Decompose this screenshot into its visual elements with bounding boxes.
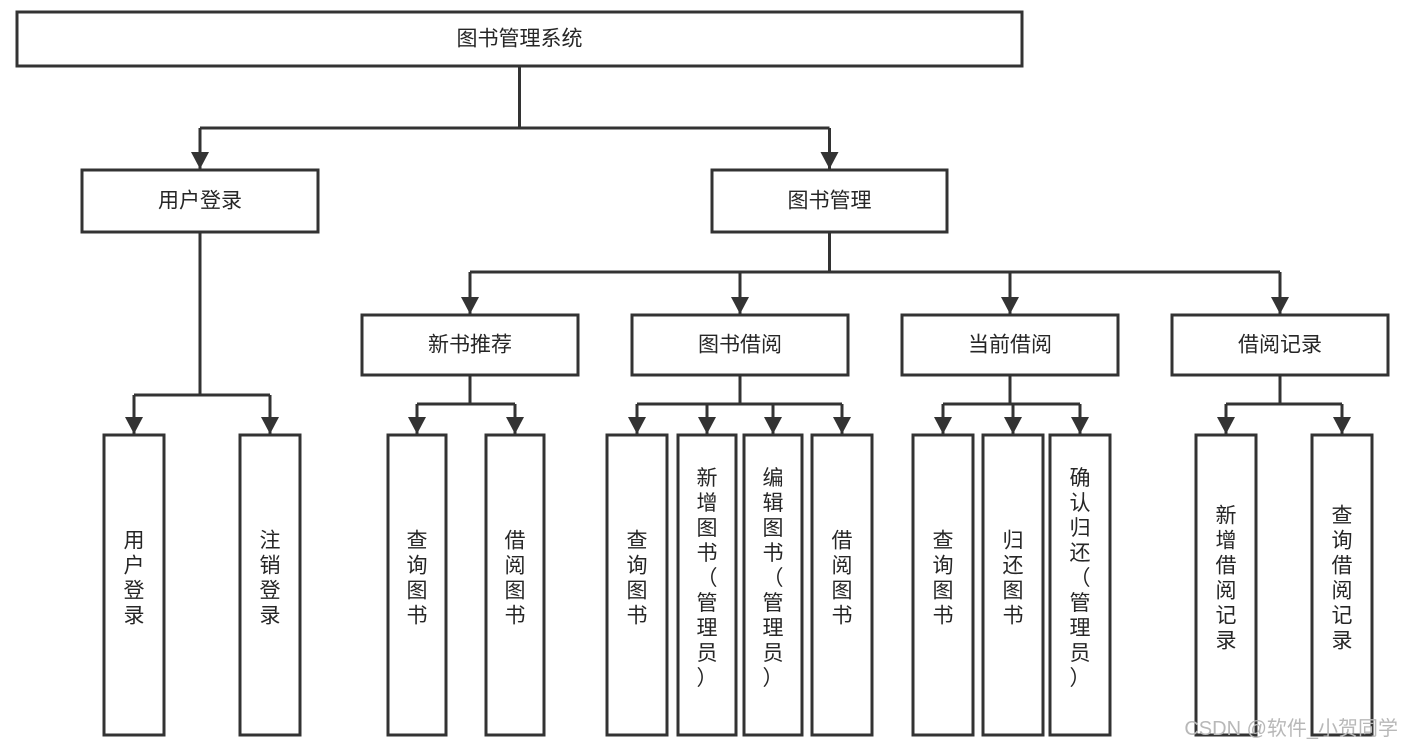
- leaf-node-box[interactable]: [1048, 433, 1112, 737]
- level2-node-box[interactable]: [710, 168, 949, 234]
- leaf-node-box[interactable]: [810, 433, 874, 737]
- leaf-node-label: 查询图书: [933, 530, 954, 628]
- level2-node-label: 用户登录: [158, 190, 242, 213]
- connector-group-4: [1217, 375, 1351, 434]
- leaf-node-label: 查询图书: [407, 530, 428, 628]
- leaf-node-box[interactable]: [981, 433, 1045, 737]
- leaf-node-box[interactable]: [386, 433, 448, 737]
- leaf-node-label: 新增图书（管理员）: [697, 467, 718, 690]
- level3-node-label: 图书借阅: [698, 334, 782, 357]
- arrow-head-icon: [820, 152, 839, 169]
- leaf-node-12[interactable]: 新增借阅记录: [1194, 433, 1258, 737]
- leaf-node-4[interactable]: 借阅图书: [484, 433, 546, 737]
- arrow-head-icon: [833, 417, 851, 434]
- level3-node-label: 借阅记录: [1238, 334, 1322, 357]
- level3-node-box[interactable]: [900, 313, 1120, 377]
- arrow-head-icon: [125, 417, 143, 434]
- arrow-head-icon: [934, 417, 952, 434]
- level3-node-box[interactable]: [630, 313, 850, 377]
- leaf-node-box[interactable]: [238, 433, 302, 737]
- arrow-head-icon: [698, 417, 716, 434]
- connector-layer: [125, 66, 1351, 434]
- arrow-head-icon: [731, 297, 749, 314]
- leaf-node-box[interactable]: [605, 433, 669, 737]
- arrow-head-icon: [461, 297, 479, 314]
- leaf-node-label: 归还图书: [1003, 530, 1024, 628]
- leaf-node-box[interactable]: [676, 433, 738, 737]
- level2-node-label: 图书管理: [788, 190, 872, 213]
- leaf-node-label: 新增借阅记录: [1216, 505, 1237, 653]
- leaf-node-8[interactable]: 借阅图书: [810, 433, 874, 737]
- arrow-head-icon: [261, 417, 279, 434]
- leaf-node-label: 借阅图书: [832, 530, 853, 628]
- level3-node-box[interactable]: [1170, 313, 1390, 377]
- leaf-node-11[interactable]: 确认归还（管理员）: [1048, 433, 1112, 737]
- leaf-node-label: 注销登录: [260, 530, 281, 628]
- level3-node-3[interactable]: 当前借阅: [900, 313, 1120, 377]
- csdn-watermark: CSDN @软件_小贺同学: [1184, 717, 1398, 740]
- leaf-node-box[interactable]: [1310, 433, 1374, 737]
- level3-node-4[interactable]: 借阅记录: [1170, 313, 1390, 377]
- level2-node-2[interactable]: 图书管理: [710, 168, 949, 234]
- connector-group-3: [934, 375, 1089, 434]
- leaf-node-label: 查询借阅记录: [1332, 505, 1353, 653]
- root-node-label: 图书管理系统: [457, 28, 583, 51]
- arrow-head-icon: [408, 417, 426, 434]
- leaf-node-5[interactable]: 查询图书: [605, 433, 669, 737]
- arrow-head-icon: [1217, 417, 1235, 434]
- connector-group-user-login: [125, 232, 279, 434]
- arrow-head-icon: [191, 152, 209, 169]
- arrow-head-icon: [1004, 417, 1022, 434]
- leaf-node-label: 编辑图书（管理员）: [763, 467, 784, 690]
- arrow-head-icon: [628, 417, 646, 434]
- leaf-node-box[interactable]: [911, 433, 975, 737]
- leaf-node-13[interactable]: 查询借阅记录: [1310, 433, 1374, 737]
- leaf-node-10[interactable]: 归还图书: [981, 433, 1045, 737]
- leaf-node-label: 确认归还（管理员）: [1070, 467, 1091, 690]
- leaf-node-label: 查询图书: [627, 530, 648, 628]
- leaf-node-7[interactable]: 编辑图书（管理员）: [742, 433, 804, 737]
- connector-group-root: [191, 66, 839, 169]
- connector-group-1: [408, 375, 524, 434]
- root-node-box[interactable]: [15, 10, 1024, 68]
- level2-node-1[interactable]: 用户登录: [80, 168, 320, 234]
- leaf-node-label: 用户登录: [124, 530, 145, 628]
- leaf-node-box[interactable]: [484, 433, 546, 737]
- leaf-node-box[interactable]: [742, 433, 804, 737]
- connector-group-book-management: [461, 232, 1289, 314]
- arrow-head-icon: [1071, 417, 1089, 434]
- level3-node-1[interactable]: 新书推荐: [360, 313, 580, 377]
- arrow-head-icon: [1271, 297, 1289, 314]
- leaf-node-label: 借阅图书: [505, 530, 526, 628]
- arrow-head-icon: [1001, 297, 1019, 314]
- arrow-head-icon: [1333, 417, 1351, 434]
- leaf-node-6[interactable]: 新增图书（管理员）: [676, 433, 738, 737]
- leaf-node-1[interactable]: 用户登录: [102, 433, 166, 737]
- level3-node-2[interactable]: 图书借阅: [630, 313, 850, 377]
- leaf-node-box[interactable]: [1194, 433, 1258, 737]
- arrow-head-icon: [764, 417, 782, 434]
- arrow-head-icon: [506, 417, 524, 434]
- leaf-node-3[interactable]: 查询图书: [386, 433, 448, 737]
- level3-node-label: 当前借阅: [968, 334, 1052, 357]
- leaf-node-2[interactable]: 注销登录: [238, 433, 302, 737]
- node-layer: 图书管理系统用户登录图书管理新书推荐图书借阅当前借阅借阅记录用户登录注销登录查询…: [15, 10, 1390, 737]
- leaf-node-9[interactable]: 查询图书: [911, 433, 975, 737]
- connector-group-2: [628, 375, 851, 434]
- level3-node-box[interactable]: [360, 313, 580, 377]
- level3-node-label: 新书推荐: [428, 334, 512, 357]
- root-node-1[interactable]: 图书管理系统: [15, 10, 1024, 68]
- leaf-node-box[interactable]: [102, 433, 166, 737]
- level2-node-box[interactable]: [80, 168, 320, 234]
